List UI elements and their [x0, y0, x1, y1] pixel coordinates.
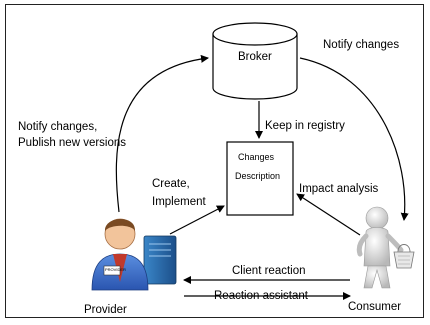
- consumer-label: Consumer: [348, 301, 402, 313]
- arrow-provider-to-changes: [169, 205, 225, 235]
- changes-label-line2: Description: [235, 171, 281, 181]
- diagram-frame: [5, 4, 424, 318]
- provider-badge-text: PROVIDER: [105, 267, 126, 272]
- client-reaction-label: Client reaction: [232, 265, 306, 277]
- arrow-provider-to-broker: [115, 54, 209, 213]
- provider-icon: [91, 218, 177, 291]
- impact-analysis-label: Impact analysis: [299, 183, 379, 195]
- create-label: Create,: [152, 178, 190, 190]
- keep-in-registry-label: Keep in registry: [265, 120, 345, 132]
- provider-label: Provider: [84, 304, 127, 316]
- publish-new-versions-label: Publish new versions: [18, 137, 127, 149]
- notify-changes-top-label: Notify changes: [323, 39, 400, 51]
- implement-label: Implement: [152, 196, 206, 208]
- changes-description-box: [226, 141, 294, 216]
- consumer-icon: [356, 206, 415, 289]
- changes-label-line1: Changes: [238, 152, 275, 162]
- broker-label: Broker: [238, 51, 272, 63]
- arrow-consumer-to-changes: [296, 193, 361, 236]
- arrow-broker-to-consumer: [299, 57, 409, 221]
- broker-cylinder: [212, 22, 298, 100]
- reaction-assistant-label: Reaction assistant: [214, 290, 308, 302]
- notify-changes-left-label: Notify changes,: [18, 121, 98, 133]
